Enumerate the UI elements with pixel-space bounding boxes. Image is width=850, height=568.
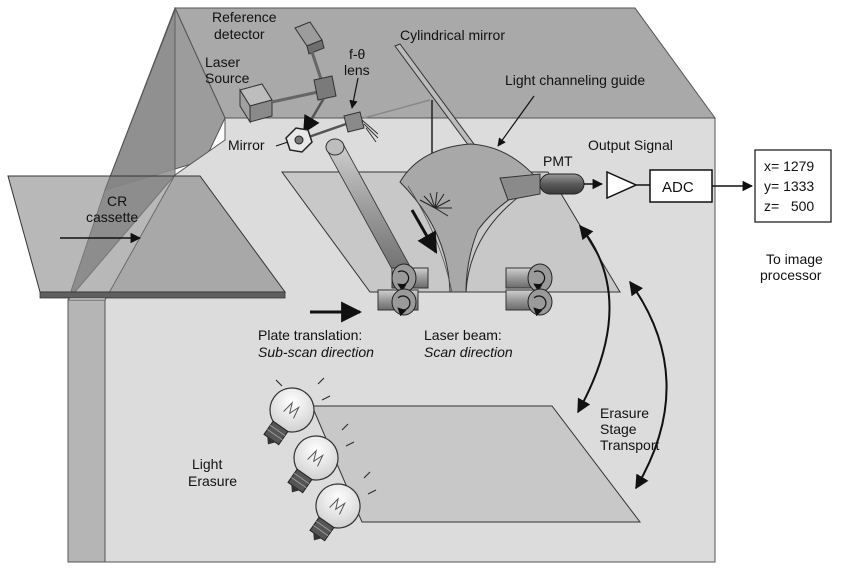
label-cr-2: cassette (86, 209, 138, 225)
beam-to-cylindrical-mirror (363, 99, 431, 119)
readout-y: y= 1333 (764, 178, 814, 194)
label-cylindrical-mirror: Cylindrical mirror (400, 27, 505, 43)
label-plate-translation-1: Plate translation: (258, 327, 362, 343)
label-reference-detector-1: Reference (212, 9, 277, 25)
label-erasure-1: Erasure (600, 405, 649, 421)
roller-left-low (377, 288, 419, 317)
cassette-edge (39, 291, 286, 299)
readout-z: z= 500 (764, 198, 814, 214)
transport-arrow-upper (577, 224, 611, 414)
mirror-pointer (275, 141, 289, 147)
label-plate-translation-2: Sub-scan direction (258, 344, 374, 360)
label-cr-1: CR (107, 193, 127, 209)
erasure-stage (311, 224, 668, 523)
light-bulb-icon (263, 387, 315, 446)
label-laser-beam-1: Laser beam: (424, 327, 502, 343)
label-light-channeling-guide: Light channeling guide (505, 72, 645, 88)
f-theta-lens-icon (343, 111, 379, 143)
label-to-image-2: processor (760, 267, 822, 283)
label-laser-source-2: Source (205, 70, 250, 86)
label-laser-beam-2: Scan direction (424, 344, 513, 360)
mirror-icon (285, 127, 313, 153)
label-erasure-2: Stage (600, 421, 637, 437)
label-mirror: Mirror (228, 137, 265, 153)
label-output-signal: Output Signal (588, 137, 673, 153)
erasure-plate (311, 405, 642, 523)
pmt-icon (499, 173, 585, 201)
guide-pointer (497, 95, 535, 147)
light-bulb-icon (287, 435, 339, 494)
label-erasure-3: Transport (600, 437, 660, 453)
laser-source-icon (239, 83, 273, 124)
readout-box (754, 149, 832, 223)
signal-chain (499, 149, 832, 223)
label-pmt: PMT (543, 153, 573, 169)
roller-right (505, 263, 553, 293)
roller-left (391, 263, 429, 293)
label-adc: ADC (662, 179, 694, 196)
label-f-theta-1: f-θ (349, 46, 366, 62)
label-reference-detector-2: detector (214, 26, 265, 42)
beam-to-mirror (302, 97, 326, 134)
erasure-lamps (263, 377, 377, 542)
scan-direction-arrow (410, 209, 438, 254)
pointers (275, 95, 535, 147)
plate-stage (281, 138, 621, 323)
amplifier-icon (606, 170, 638, 200)
label-light-erasure-1: Light (192, 456, 222, 472)
reference-detector-icon (294, 21, 325, 55)
label-laser-source-1: Laser (205, 54, 240, 70)
cr-cassette (7, 175, 286, 299)
readout-x: x= 1279 (764, 158, 814, 174)
light-bulb-icon (309, 483, 361, 542)
laser-beam-out (271, 90, 319, 104)
label-f-theta-2: lens (344, 62, 370, 78)
beam-splitter-icon (313, 75, 337, 101)
label-to-image-1: To image (766, 251, 823, 267)
scan-spot-icon (419, 191, 452, 217)
label-light-erasure-2: Erasure (188, 473, 237, 489)
roller-right-low (505, 288, 553, 317)
housing-left-lower (67, 299, 106, 563)
labels: Reference detector Laser Source f-θ lens… (86, 9, 823, 489)
transport-arrow-lower (629, 280, 668, 490)
light-rays (275, 377, 377, 495)
adc-box (649, 169, 713, 203)
lens-pointer (349, 77, 359, 109)
